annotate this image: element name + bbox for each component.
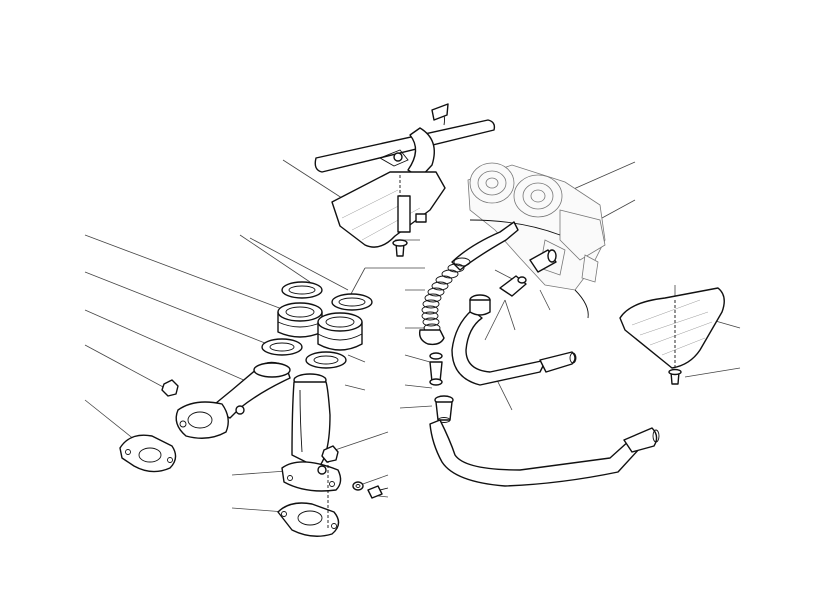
leader-line — [239, 234, 311, 283]
intake-rubber-left — [261, 281, 323, 356]
leader-line — [404, 354, 431, 363]
coil-hose — [418, 221, 519, 346]
fittings — [429, 352, 454, 423]
leader-line — [404, 384, 433, 389]
leader-line — [249, 237, 349, 291]
leader-line — [84, 344, 166, 389]
intake-rubber-right — [305, 293, 373, 369]
breather-hose-lower — [429, 419, 660, 487]
leader-line — [496, 379, 513, 411]
leader-line — [84, 309, 256, 386]
breather-hose-upper — [451, 249, 577, 386]
leader-line — [231, 507, 286, 513]
leader-line — [504, 299, 516, 331]
flange-gasket-right — [277, 502, 340, 537]
left-intake-manifold — [175, 361, 291, 439]
leader-line — [282, 159, 346, 201]
leader-line — [399, 405, 433, 409]
leader-line — [359, 474, 389, 486]
frame-tube — [314, 103, 496, 179]
stud-nut-group — [321, 445, 389, 530]
leader-line — [84, 234, 291, 313]
leader-line — [84, 271, 271, 346]
flange-gasket-left — [119, 434, 177, 473]
leader-line — [334, 431, 389, 451]
leader-line — [344, 384, 366, 391]
leader-line — [84, 399, 136, 441]
leader-line — [684, 367, 741, 378]
upper-heat-shield — [331, 171, 446, 257]
leader-line — [347, 354, 366, 363]
leader-line — [539, 289, 551, 311]
carburetor-assembly — [467, 162, 606, 319]
right-side-shield — [619, 287, 725, 385]
right-intake-manifold — [281, 373, 342, 492]
nut-small — [161, 379, 179, 397]
leader-line — [484, 299, 506, 341]
